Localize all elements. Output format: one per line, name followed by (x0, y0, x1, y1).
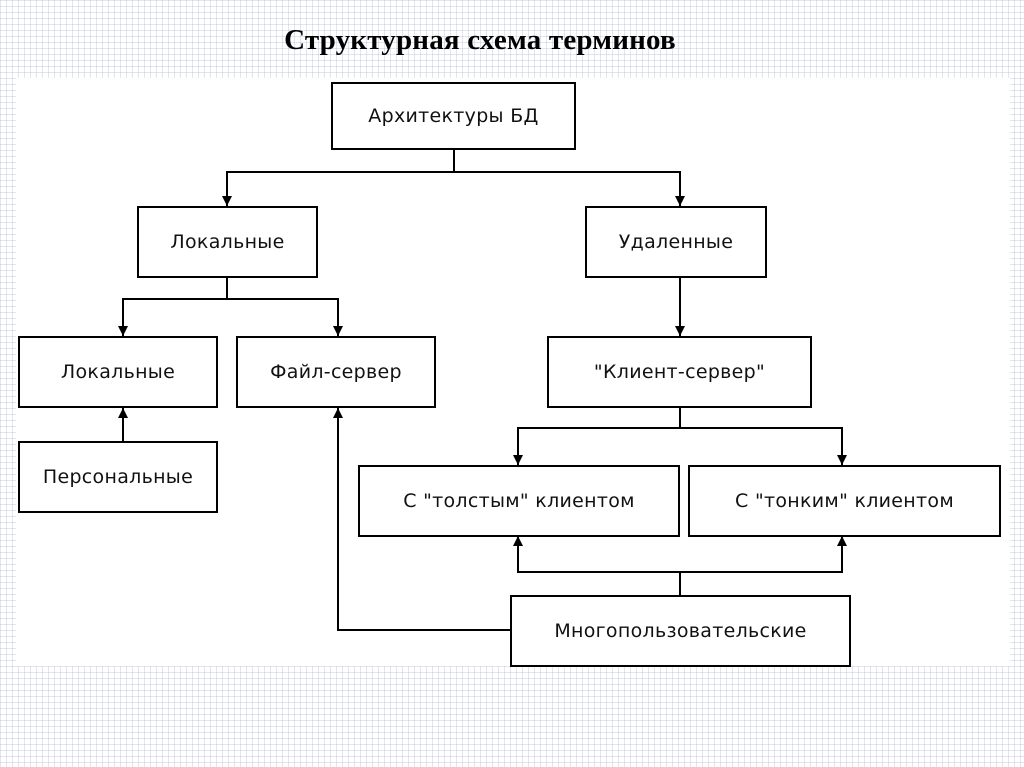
node-client-server: "Клиент-сервер" (547, 336, 812, 408)
node-multiuser: Многопользовательские (510, 595, 851, 667)
node-local: Локальные (137, 206, 318, 278)
edge-cs-thick (513, 427, 680, 465)
page-title: Структурная схема терминов (284, 24, 676, 56)
node-file-server: Файл-сервер (236, 336, 436, 408)
edge-mu-thick (513, 536, 680, 573)
edge-local-localleaf (118, 298, 227, 336)
edge-local-fileserver (227, 298, 343, 336)
edge-mu-fileserver (333, 408, 510, 631)
node-thin-client: С "тонким" клиентом (688, 465, 1001, 537)
node-thick-client: С "толстым" клиентом (358, 465, 680, 537)
edge-root-local (222, 171, 454, 206)
edge-root-remote (454, 171, 685, 206)
node-local-leaf: Локальные (18, 336, 218, 408)
node-personal: Персональные (18, 441, 218, 513)
edge-cs-thin (680, 427, 847, 465)
node-architectures-db: Архитектуры БД (331, 82, 576, 150)
edge-mu-thin (680, 536, 847, 573)
node-remote: Удаленные (585, 206, 767, 278)
